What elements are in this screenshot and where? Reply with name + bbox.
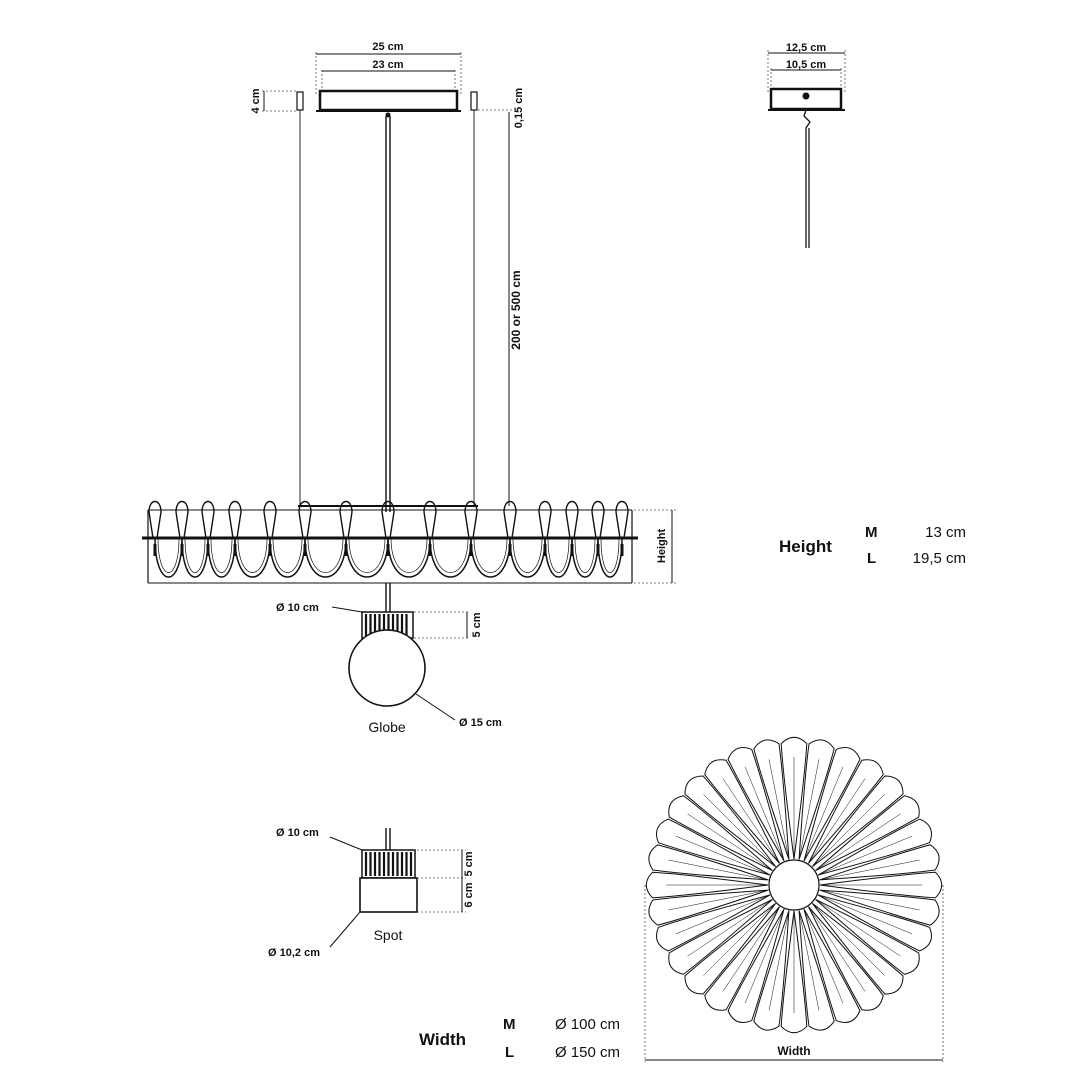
spot-caption: Spot — [374, 927, 403, 943]
width-value-m: Ø 100 cm — [554, 1016, 620, 1033]
dim-canopy-height: 4 cm — [250, 88, 262, 113]
chandelier-body — [142, 500, 638, 584]
globe-caption: Globe — [368, 719, 406, 735]
chandelier-loop — [298, 500, 312, 539]
chandelier-loop — [423, 500, 437, 539]
dim-spot-upper-height: 5 cm — [463, 851, 475, 876]
width-size-m: M — [503, 1016, 516, 1033]
chandelier-loop — [565, 500, 579, 539]
dim-side-outer-width: 12,5 cm — [786, 42, 827, 54]
dim-canopy-gap: 0,15 cm — [513, 88, 525, 129]
chandelier-loop — [538, 500, 552, 539]
top-view-petal — [817, 818, 932, 876]
height-value-l: 19,5 cm — [912, 550, 966, 567]
top-view-petal — [704, 906, 781, 1011]
chandelier-loop — [148, 500, 162, 539]
chandelier-loop — [615, 500, 629, 539]
top-view-petal — [803, 747, 861, 862]
top-view-petal — [668, 898, 773, 975]
dim-height-marker: Height — [656, 529, 668, 564]
top-view-petal — [656, 818, 771, 876]
dim-top-width: 25 cm — [372, 41, 403, 53]
top-view-petal — [727, 908, 785, 1023]
chandelier-loop — [591, 500, 605, 539]
spot-lower-body — [359, 877, 418, 913]
chandelier-loop — [381, 500, 395, 539]
side-view: 12,5 cm 10,5 cm — [767, 42, 846, 248]
top-view-petal — [648, 889, 769, 926]
top-view-petal — [819, 889, 940, 926]
chandelier-loop — [201, 500, 215, 539]
top-view-petal — [798, 910, 835, 1031]
dim-globe-top-diameter: Ø 10 cm — [276, 602, 319, 614]
top-view-petal — [819, 844, 940, 881]
height-table-label: Height — [779, 537, 832, 556]
dim-side-inner-width: 10,5 cm — [786, 59, 827, 71]
top-view-petal — [727, 747, 785, 862]
top-view-petal — [815, 898, 920, 975]
main-front-view: 25 cm 23 cm 4 cm 0,15 cm 200 or 500 cm — [142, 41, 676, 735]
spot-view: Ø 10 cm Ø 10,2 cm 5 cm 6 cm Spot — [268, 827, 475, 959]
dim-spot-bottom-diameter: Ø 10,2 cm — [268, 947, 320, 959]
height-value-m: 13 cm — [925, 524, 966, 541]
canopy — [318, 89, 459, 112]
top-view-petal — [815, 795, 920, 872]
chandelier-loop — [464, 500, 478, 539]
chandelier-loop — [228, 500, 242, 539]
top-view-petal — [704, 759, 781, 864]
top-view-petal — [668, 795, 773, 872]
dim-cable-length: 200 or 500 cm — [509, 270, 523, 349]
dim-width-marker: Width — [777, 1044, 810, 1058]
dim-spot-lower-height: 6 cm — [463, 882, 475, 907]
top-view-petal — [803, 908, 861, 1023]
top-view-petal — [798, 739, 835, 860]
width-table-label: Width — [419, 1030, 467, 1049]
top-view-petal — [817, 894, 932, 952]
top-view: Width — [644, 736, 944, 1062]
top-view-petal — [648, 844, 769, 881]
width-value-l: Ø 150 cm — [554, 1044, 620, 1061]
spot-sleeve — [361, 849, 416, 879]
top-view-petal — [753, 910, 790, 1031]
chandelier-loop — [263, 500, 277, 539]
globe-sphere — [348, 629, 426, 707]
chandelier-loop — [339, 500, 353, 539]
top-view-petal — [656, 894, 771, 952]
top-view-center — [768, 859, 820, 911]
chandelier-loop — [503, 500, 517, 539]
dim-spot-top-diameter: Ø 10 cm — [276, 827, 319, 839]
height-size-l: L — [867, 550, 877, 567]
width-size-l: L — [505, 1044, 515, 1061]
dim-globe-top-height: 5 cm — [471, 612, 483, 637]
dim-inner-width: 23 cm — [372, 59, 403, 71]
top-view-petal — [807, 906, 884, 1011]
top-view-petal — [753, 739, 790, 860]
height-size-m: M — [865, 524, 878, 541]
dim-globe-diameter: Ø 15 cm — [459, 717, 502, 729]
top-view-petal — [807, 759, 884, 864]
chandelier-loop — [175, 500, 189, 539]
